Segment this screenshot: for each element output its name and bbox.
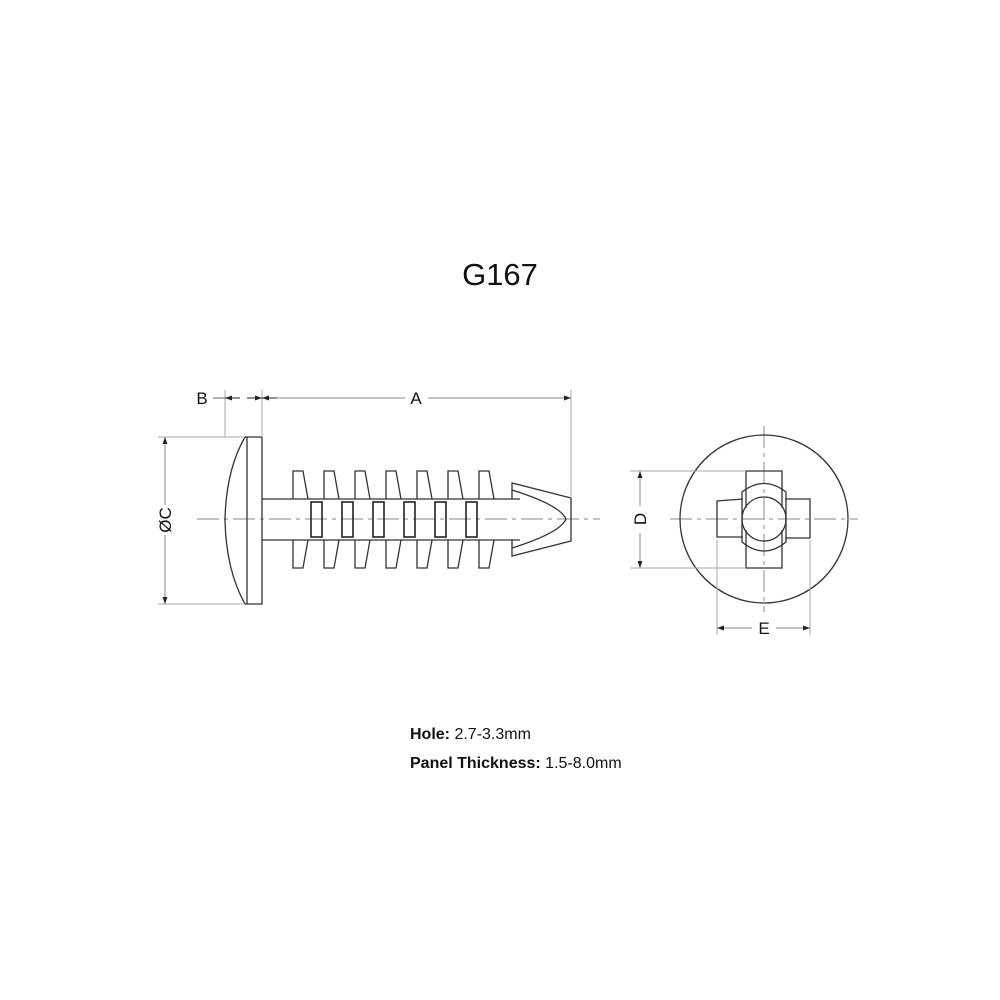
end-view: [670, 426, 858, 612]
side-view: [197, 436, 600, 605]
dimension-e: E: [716, 540, 811, 638]
head-outline: [224, 436, 263, 605]
dimension-a-b: B A: [196, 389, 572, 498]
dim-label-d: D: [631, 513, 650, 525]
spec-hole: Hole: 2.7-3.3mm: [410, 726, 531, 744]
spec-panel-thickness: Panel Thickness: 1.5-8.0mm: [410, 755, 622, 773]
fins-bottom: [292, 539, 495, 569]
spec-hole-value: 2.7-3.3mm: [454, 726, 531, 743]
spec-panel-thickness-label: Panel Thickness:: [410, 755, 541, 772]
dim-label-c: ØC: [156, 507, 175, 533]
arrow-tip-outline: [511, 482, 572, 557]
part-number-title: G167: [462, 257, 538, 292]
dimension-c: ØC: [156, 436, 245, 605]
spec-hole-label: Hole:: [410, 726, 450, 743]
dim-label-b: B: [196, 389, 207, 408]
fins-top: [292, 470, 495, 500]
shank-outline: [262, 498, 520, 541]
dim-label-e: E: [758, 619, 769, 638]
dim-label-a: A: [410, 389, 422, 408]
shank-slots: [310, 501, 478, 538]
dimension-d: D: [630, 470, 746, 569]
head-circle: [679, 434, 849, 604]
spec-panel-thickness-value: 1.5-8.0mm: [545, 755, 622, 772]
